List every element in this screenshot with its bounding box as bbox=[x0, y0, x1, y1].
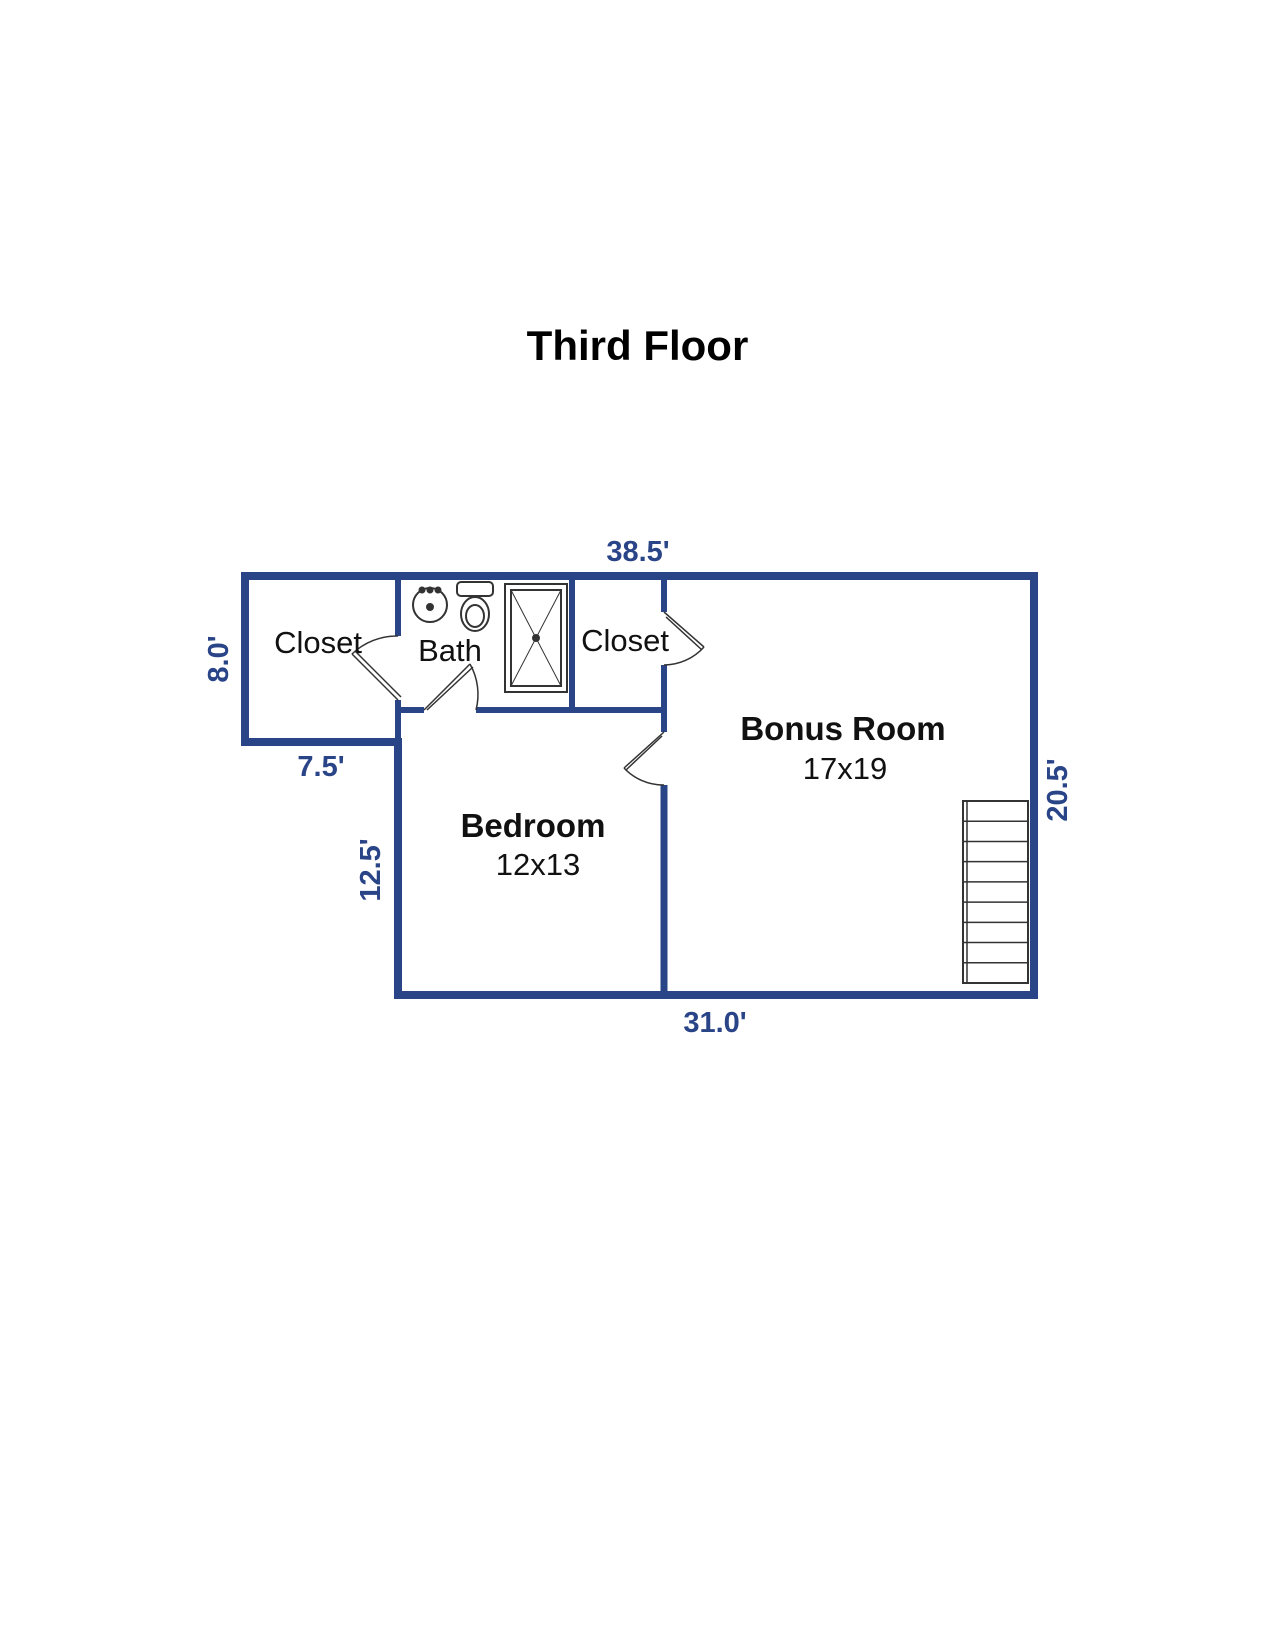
sink-icon bbox=[412, 586, 448, 623]
door-bedroom bbox=[623, 731, 665, 786]
room-size-bedroom: 12x13 bbox=[496, 847, 580, 882]
dimension-right: 20.5' bbox=[1042, 758, 1074, 821]
dimension-notch: 7.5' bbox=[297, 751, 344, 783]
door-closet-left bbox=[351, 635, 402, 701]
dimension-left: 8.0' bbox=[203, 635, 235, 682]
room-name-closet-left: Closet bbox=[274, 625, 362, 660]
room-size-bonus: 17x19 bbox=[803, 751, 887, 786]
shower-icon bbox=[504, 583, 568, 693]
room-name-closet-mid: Closet bbox=[581, 623, 669, 658]
stairs-icon bbox=[962, 800, 1029, 984]
door-bath bbox=[423, 663, 479, 711]
stairs-outline bbox=[962, 800, 1029, 984]
dimension-bottom: 31.0' bbox=[683, 1007, 746, 1039]
toilet-icon bbox=[456, 581, 494, 632]
room-name-bedroom: Bedroom bbox=[461, 807, 606, 844]
dimension-top: 38.5' bbox=[606, 536, 669, 568]
room-name-bonus: Bonus Room bbox=[740, 710, 945, 747]
door-closet-mid bbox=[663, 611, 705, 666]
page-title: Third Floor bbox=[526, 322, 749, 369]
dimension-bedroom-left: 12.5' bbox=[355, 838, 387, 901]
room-name-bath: Bath bbox=[418, 633, 482, 668]
outer-wall bbox=[241, 572, 1038, 999]
